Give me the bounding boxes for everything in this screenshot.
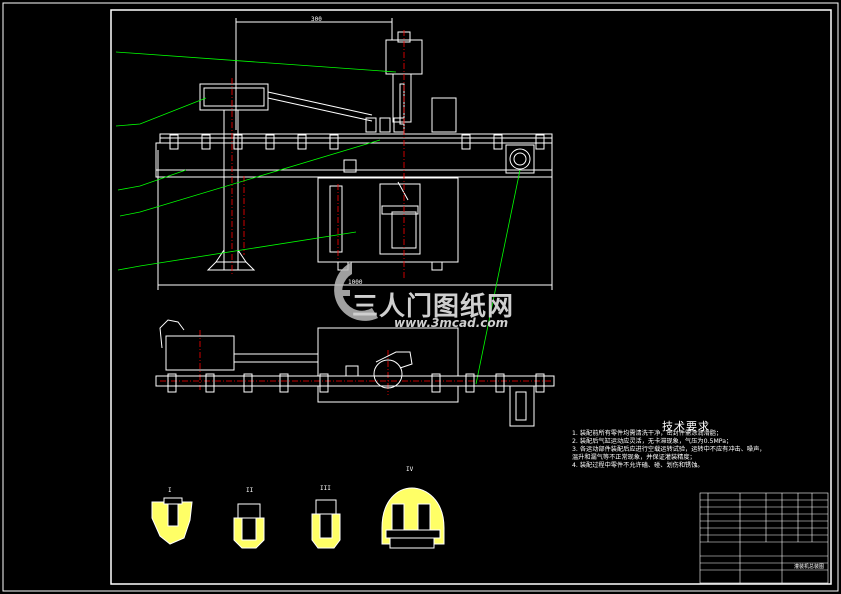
top-rail-bearings xyxy=(167,365,545,393)
front-rail-bearings xyxy=(169,134,545,150)
section-views xyxy=(151,487,445,549)
leader-lines xyxy=(115,51,521,385)
center-lines xyxy=(160,30,552,395)
tech-req-item: 2. 装配后气缸运动应灵活，无卡滞现象，气压为0.5MPa； xyxy=(572,438,733,445)
front-view xyxy=(155,18,553,290)
section-label-iii: III xyxy=(320,485,331,492)
dimension-top: 300 xyxy=(311,16,322,23)
dimension-bottom: 1000 xyxy=(348,279,363,286)
tech-req-item: 3. 各运动部件装配后应进行空载运转试验，运转中不应有冲击、噪声， xyxy=(572,446,766,453)
watermark-logo xyxy=(334,262,378,321)
section-label-iv: IV xyxy=(406,466,414,473)
watermark-brand: 三人门图纸网 xyxy=(352,292,515,322)
inner-border xyxy=(110,9,832,585)
top-view xyxy=(155,319,555,427)
section-label-i: I xyxy=(168,487,172,494)
tech-req-title: 技术要求 xyxy=(662,420,710,433)
section-label-ii: II xyxy=(246,487,254,494)
tech-req-item: 1. 装配前所有零件均需清洗干净，密封件需涂润滑脂； xyxy=(572,430,723,437)
tech-req-item: 4. 装配过程中零件不允许磕、碰、划伤和锈蚀。 xyxy=(572,462,704,469)
watermark-url: www.3mcad.com xyxy=(394,316,509,330)
tech-req-item: 温升和漏气等不正常现象，并保证灌装精度； xyxy=(572,454,696,461)
drawing-name: 灌装机总装图 xyxy=(794,564,825,570)
title-block xyxy=(699,492,829,584)
